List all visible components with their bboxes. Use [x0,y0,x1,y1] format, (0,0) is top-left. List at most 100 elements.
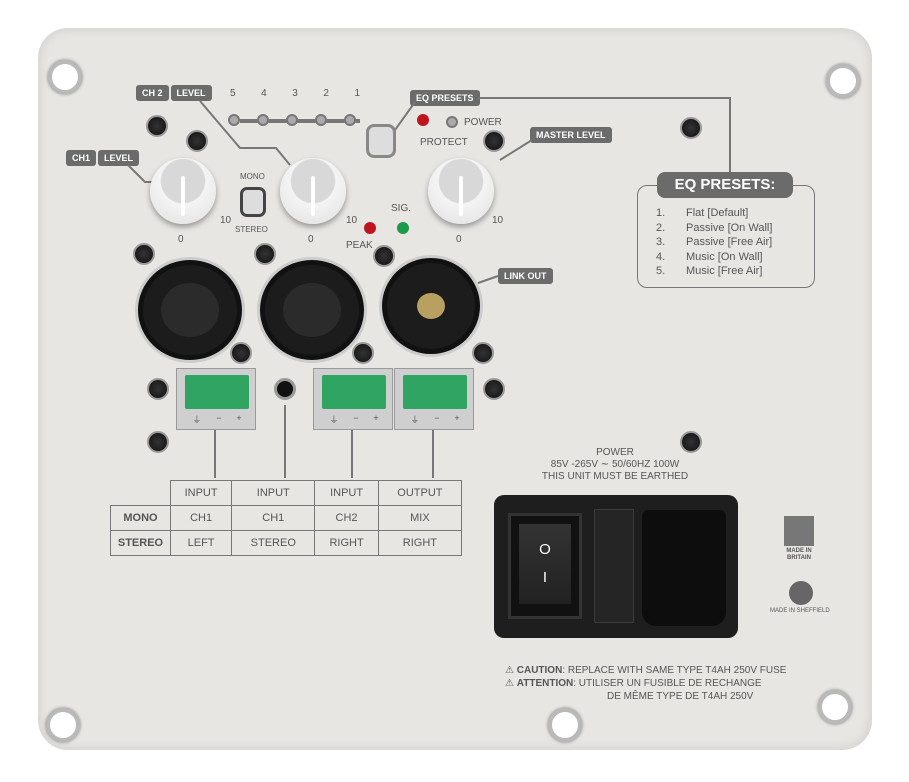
switch-off-mark: O [539,541,551,558]
screw [373,245,395,267]
minus-symbol: − [353,413,359,423]
peak-led [364,222,376,234]
plus-symbol: + [373,413,379,423]
level-label: LEVEL [170,85,212,101]
warning-icon: ⚠ [505,665,517,676]
knob-scale-label: 10 [220,215,232,226]
row-label: MONO [110,505,171,531]
ch1-level-tag: CH1 LEVEL [66,150,140,166]
preset-led [344,114,356,126]
eq-preset-button[interactable] [366,124,396,158]
table-cell: STEREO [231,530,316,556]
screw [680,117,702,139]
table-cell: RIGHT [377,530,463,556]
made-in-britain-logo [784,516,814,546]
iec-socket[interactable] [642,510,726,626]
switch-on-mark: I [542,569,548,586]
table-header: INPUT [231,480,316,506]
link-out-tag: LINK OUT [498,268,553,284]
eq-preset-item: 2.Passive [On Wall] [656,221,773,234]
ch2-level-tag: CH 2 LEVEL [136,85,212,101]
screw [186,130,208,152]
screw [483,130,505,152]
protect-led [417,114,429,126]
signal-label: SIG. [391,203,412,214]
mono-stereo-switch[interactable] [240,187,266,217]
peak-label: PEAK [346,240,373,251]
knob-scale-label: 0 [456,234,462,245]
made-in-sheffield-text: MADE IN SHEFFIELD [770,608,830,614]
preset-number: 4 [261,88,267,99]
caution-line: ⚠ CAUTION: REPLACE WITH SAME TYPE T4AH 2… [505,665,787,676]
ch1-label: CH1 [66,150,97,166]
minus-symbol: − [216,413,222,423]
link-out-xlr[interactable] [382,258,480,354]
mounting-hole [48,60,82,94]
knob-scale-label: 0 [308,234,314,245]
preset-number: 3 [292,88,298,99]
attention-line-2: DE MÊME TYPE DE T4AH 250V [607,691,754,702]
table-cell: LEFT [169,530,233,556]
ch1-level-knob[interactable] [150,158,216,224]
ground-symbol: ⏚ [410,415,420,425]
signal-led [397,222,409,234]
terminal-block-ch2[interactable]: ⏚ − + [313,368,393,430]
preset-led [315,114,327,126]
screw [146,115,168,137]
screw [147,431,169,453]
power-inlet-module: O I [494,495,738,638]
master-level-knob[interactable] [428,158,494,224]
preset-number: 2 [323,88,329,99]
eq-preset-item: 1.Flat [Default] [656,207,749,219]
mounting-hole [826,64,860,98]
table-header: INPUT [169,480,233,506]
power-rating: POWER 85V -265V ∼ 50/60HZ 100W THIS UNIT… [500,447,730,483]
ch2-combo-input[interactable] [260,260,364,360]
knob-scale-label: 0 [178,234,184,245]
preset-led [228,114,240,126]
power-label: POWER [464,117,502,128]
table-header: OUTPUT [377,480,463,506]
ch2-level-knob[interactable] [280,158,346,224]
screw [352,342,374,364]
screw [680,431,702,453]
screw [483,378,505,400]
preset-led [286,114,298,126]
screw [472,342,494,364]
knob-scale-label: 10 [492,215,504,226]
preset-number: 1 [354,88,360,99]
power-led [446,116,458,128]
eq-preset-item: 4.Music [On Wall] [656,250,763,263]
power-rating-text: 85V -265V ∼ 50/60HZ 100W [550,459,680,470]
ground-symbol: ⏚ [192,415,202,425]
attention-line: ⚠ ATTENTION: UTILISER UN FUSIBLE DE RECH… [505,678,762,689]
mounting-hole [548,708,582,742]
minus-symbol: − [434,413,440,423]
made-in-britain-text: MADE IN BRITAIN [786,548,812,561]
made-in-sheffield-logo [789,581,813,605]
eq-preset-item: 5.Music [Free Air] [656,265,763,277]
preset-led [257,114,269,126]
screw [147,378,169,400]
plus-symbol: + [454,413,460,423]
power-title: POWER [596,447,634,458]
mounting-hole [818,690,852,724]
master-level-tag: MASTER LEVEL [530,127,612,143]
table-cell: CH1 [231,505,316,531]
preset-number: 5 [230,88,236,99]
fuse-warnings: ⚠ CAUTION: REPLACE WITH SAME TYPE T4AH 2… [505,664,786,703]
ch1-combo-input[interactable] [138,260,242,360]
row-label: STEREO [110,530,171,556]
eq-presets-title: EQ PRESETS: [657,172,793,198]
stereo-jack-input[interactable] [274,378,296,400]
power-switch[interactable]: O I [508,513,582,619]
knob-scale-label: 10 [346,215,358,226]
mounting-hole [46,708,80,742]
fuse-drawer[interactable] [594,509,634,623]
ground-symbol: ⏚ [329,415,339,425]
preset-numbers: 5 4 3 2 1 [230,88,360,99]
terminal-block-ch1[interactable]: ⏚−+ [176,368,256,430]
terminal-block-output[interactable]: ⏚ − + [394,368,474,430]
